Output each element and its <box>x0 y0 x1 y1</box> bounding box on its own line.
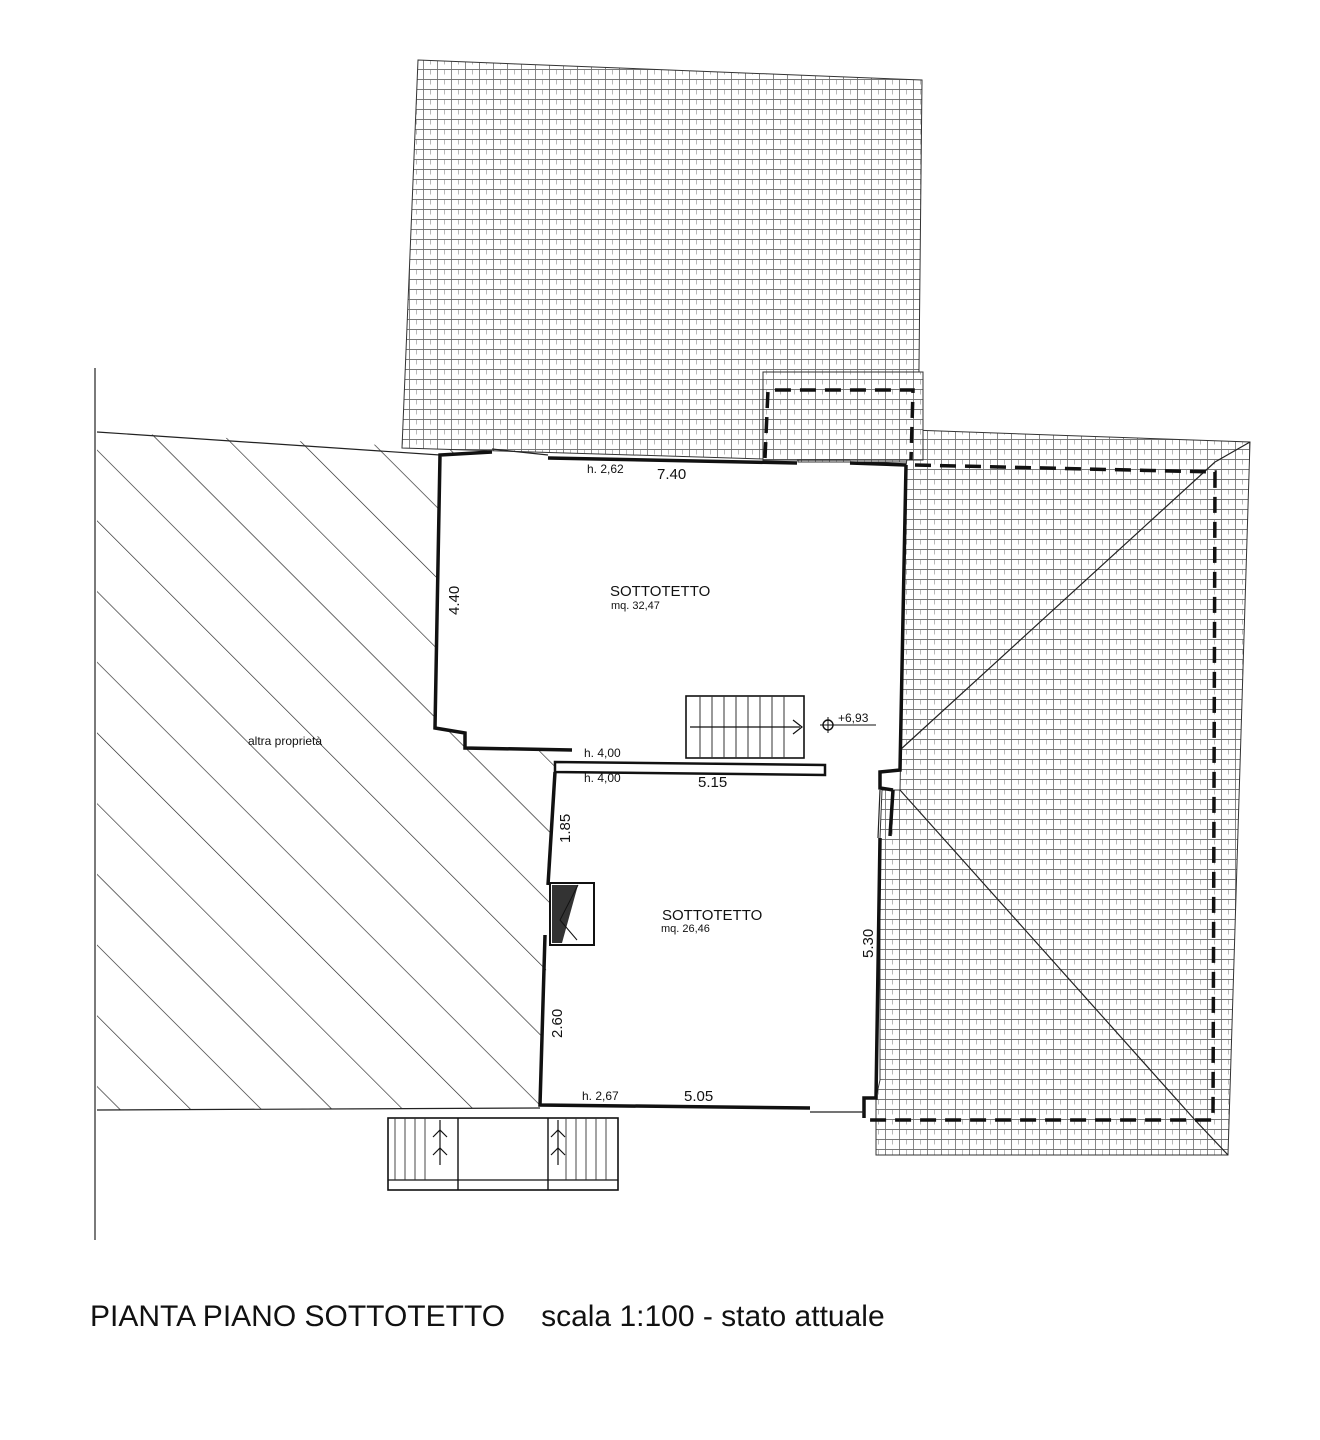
height-upper-bottom: h. 4,00 <box>584 746 621 760</box>
height-lower-top: h. 4,00 <box>584 771 621 785</box>
eave-outline <box>870 463 1217 1122</box>
dim-middle-width: 5.15 <box>698 774 727 791</box>
plan-caption: PIANTA PIANO SOTTOTETTO scala 1:100 - sta… <box>90 1300 885 1334</box>
chimney-flue <box>549 882 595 946</box>
neighbour-label: altra proprietà <box>248 734 322 748</box>
elevation-label: +6,93 <box>838 711 869 725</box>
room-lower-area: mq. 26,46 <box>661 923 710 935</box>
entrance-stairs <box>387 1117 619 1191</box>
dim-lower-right-height: 5.30 <box>860 929 877 958</box>
height-upper-top: h. 2,62 <box>587 462 624 476</box>
upper-room-walls <box>433 448 908 792</box>
lower-room-walls <box>538 771 895 1118</box>
room-lower-name: SOTTOTETTO <box>662 907 762 924</box>
caption-subtitle: scala 1:100 - stato attuale <box>541 1300 885 1333</box>
staircase-upper <box>685 695 805 759</box>
neighbour-property <box>94 368 572 1240</box>
elevation-marker: +6,93 <box>820 711 876 733</box>
dim-lower-bottom-width: 5.05 <box>684 1088 713 1105</box>
room-upper-name: SOTTOTETTO <box>610 583 710 600</box>
dim-lower-left-lower: 2.60 <box>549 1009 566 1038</box>
dim-lower-left-upper: 1.85 <box>557 814 574 843</box>
caption-title: PIANTA PIANO SOTTOTETTO <box>90 1300 506 1333</box>
roof-east <box>875 429 1251 1156</box>
room-upper-area: mq. 32,47 <box>611 600 660 612</box>
dim-upper-top-width: 7.40 <box>657 466 686 483</box>
dim-upper-left-height: 4.40 <box>446 586 463 615</box>
roof-north <box>401 59 923 463</box>
chimney-box <box>762 371 924 461</box>
height-lower-bottom: h. 2,67 <box>582 1089 619 1103</box>
separation-wall <box>553 760 827 777</box>
